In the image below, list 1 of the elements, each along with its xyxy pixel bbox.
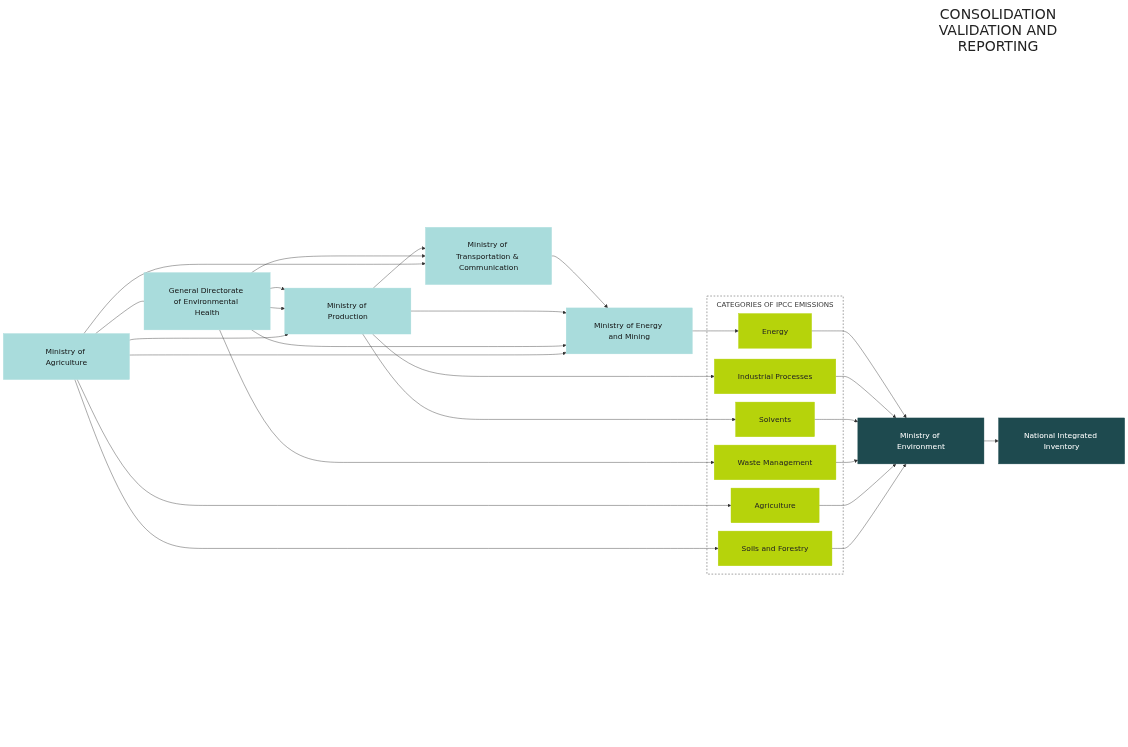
column-heading: CONSOLIDATION VALIDATION AND REPORTING [937, 6, 1059, 54]
